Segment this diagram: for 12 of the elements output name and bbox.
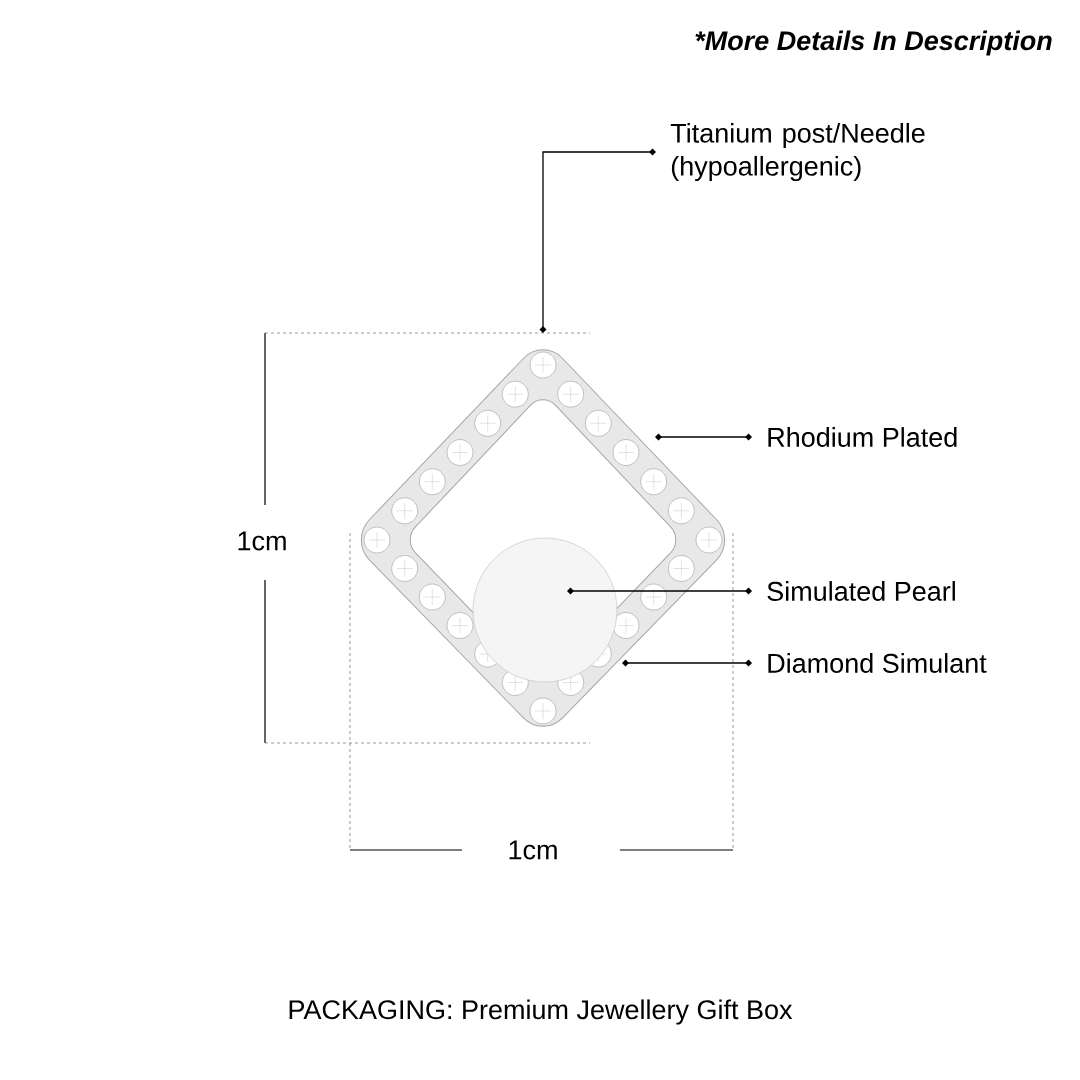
part-label: Simulated Pearl — [767, 581, 955, 601]
part-label: Diamond Simulant — [768, 653, 987, 673]
leader-line — [567, 587, 752, 595]
dimension-label: 1cm — [509, 840, 557, 860]
leader-line — [622, 659, 752, 667]
note-text: *More Details In Description — [695, 30, 1052, 56]
leader-line — [539, 148, 656, 333]
dimension-label: 1cm — [238, 531, 286, 551]
caption: PACKAGING: Premium Jewellery Gift Box — [289, 999, 793, 1025]
part-label: Rhodium Plated — [768, 427, 957, 447]
part-label: Titanium post/Needle (hypoallergenic) — [670, 122, 925, 182]
leader-line — [655, 433, 752, 441]
